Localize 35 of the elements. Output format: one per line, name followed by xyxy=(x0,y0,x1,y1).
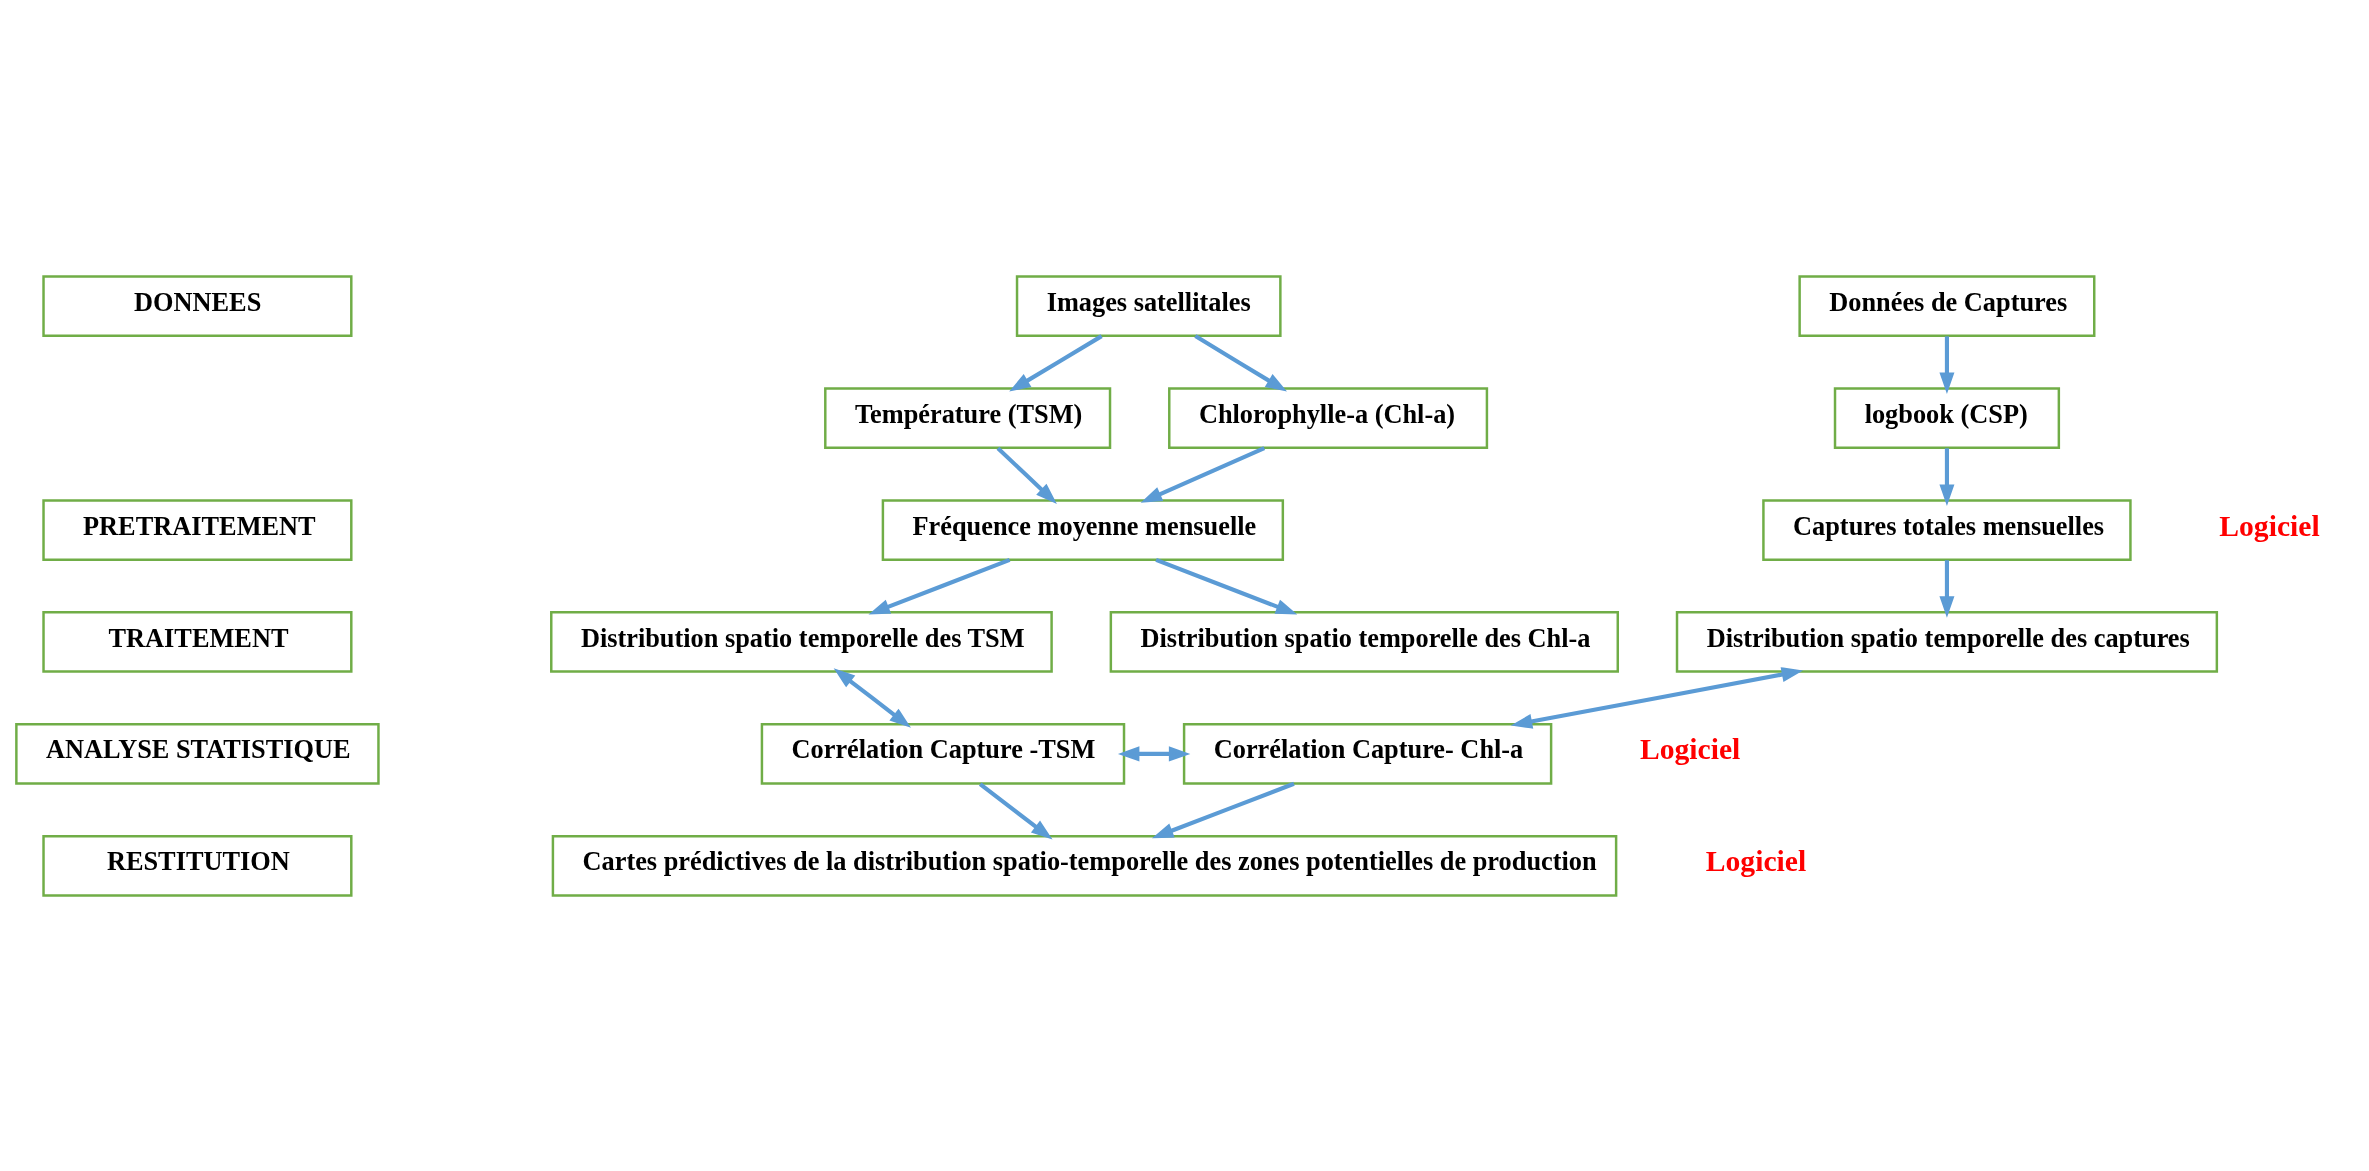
arrow xyxy=(833,667,911,728)
arrow xyxy=(1009,333,1103,392)
arrow xyxy=(1194,333,1287,392)
node-box: PRETRAITEMENT xyxy=(42,498,353,561)
label: Logiciel xyxy=(1705,844,1807,877)
node-box: Distribution spatio temporelle des captures xyxy=(1675,610,2219,673)
node-box: logbook (CSP) xyxy=(1833,386,2061,449)
arrow xyxy=(1140,445,1266,503)
arrow xyxy=(1939,447,1955,506)
label: Logiciel xyxy=(2219,509,2320,542)
node-box: Chlorophylle-a (Chl-a) xyxy=(1168,386,1489,449)
arrow xyxy=(1510,666,1804,729)
node-box: RESTITUTION xyxy=(42,834,353,897)
node-box: ANALYSE STATISTIQUE xyxy=(15,722,380,785)
node-box: Distribution spatio temporelle des Chl-a xyxy=(1109,610,1619,673)
node-box: Cartes prédictives de la distribution spatio-temporelle des zones potentielles de production xyxy=(551,834,1618,897)
node-box: DONNEES xyxy=(42,274,353,337)
arrow xyxy=(1152,781,1295,838)
arrow xyxy=(1155,557,1298,614)
node-box: Données de Captures xyxy=(1798,274,2096,337)
arrow xyxy=(1939,335,1955,394)
node-box: Corrélation Capture -TSM xyxy=(760,722,1126,785)
arrow xyxy=(996,446,1057,504)
node-box: Captures totales mensuelles xyxy=(1762,498,2132,561)
node-box: Distribution spatio temporelle des TSM xyxy=(550,610,1053,673)
label: Logiciel xyxy=(1639,732,1741,765)
arrow xyxy=(1117,745,1191,761)
arrow xyxy=(978,781,1053,840)
node-box: Température (TSM) xyxy=(824,386,1112,449)
node-box: Corrélation Capture- Chl-a xyxy=(1182,722,1553,785)
node-box: Fréquence moyenne mensuelle xyxy=(881,498,1285,561)
node-box: TRAITEMENT xyxy=(42,610,353,673)
arrow xyxy=(1939,559,1955,618)
arrow xyxy=(868,557,1011,614)
node-box: Images satellitales xyxy=(1015,274,1282,337)
